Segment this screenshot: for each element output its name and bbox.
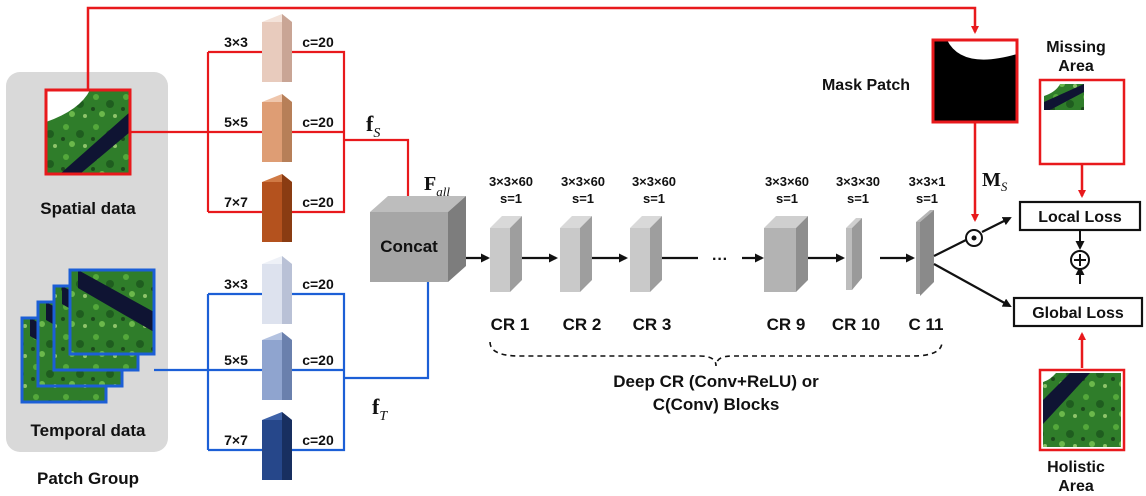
- holistic-area-image: [1038, 368, 1126, 452]
- cr-spec: 3×3×60: [561, 174, 605, 189]
- local-loss-box: Local Loss: [1018, 200, 1142, 232]
- temporal-kernel-label: 7×7: [224, 432, 248, 448]
- svg-text:Fall: Fall: [424, 173, 450, 199]
- elementwise-multiply-icon: [965, 229, 983, 247]
- f-s-symbol: fS: [366, 111, 380, 141]
- concat-block: Concat: [370, 196, 466, 282]
- ellipsis: ···: [712, 251, 728, 268]
- global-loss-box: Global Loss: [1012, 296, 1144, 328]
- svg-text:MS: MS: [982, 169, 1008, 194]
- cr-spec: s=1: [500, 191, 522, 206]
- cr-spec: s=1: [847, 191, 869, 206]
- spatial-to-mask-arrow: [86, 6, 979, 90]
- holistic-area-label-1: Holistic: [1047, 459, 1105, 476]
- temporal-kernel-label: 5×5: [224, 352, 248, 368]
- m-s-symbol: MS: [982, 169, 1008, 194]
- temporal-conv-3x3: [262, 256, 292, 324]
- cr-name: CR 3: [633, 315, 672, 334]
- temporal-kernel-label: 3×3: [224, 276, 248, 292]
- spatial-kernel-label: 3×3: [224, 34, 248, 50]
- temporal-data-label: Temporal data: [31, 421, 146, 440]
- cr-name: CR 9: [767, 315, 806, 334]
- cr-block-10: [846, 218, 862, 290]
- spatial-channel-label: c=20: [302, 114, 334, 130]
- temporal-channel-label: c=20: [302, 276, 334, 292]
- svg-text:fS: fS: [366, 111, 380, 141]
- spatial-branch-lines: [130, 50, 412, 214]
- concat-label: Concat: [380, 237, 438, 256]
- local-loss-label: Local Loss: [1038, 209, 1122, 226]
- mask-patch-label: Mask Patch: [822, 77, 910, 94]
- f-all-symbol: Fall: [424, 173, 450, 199]
- patch-group-label: Patch Group: [37, 469, 139, 488]
- cr-block-3: [630, 216, 662, 292]
- cr-name: CR 10: [832, 315, 880, 334]
- cr-block-1: [490, 216, 522, 292]
- spatial-channel-label: c=20: [302, 34, 334, 50]
- spatial-conv-3x3: [262, 14, 292, 82]
- output-fork-lines: [933, 217, 1012, 307]
- spatial-image: [44, 88, 132, 176]
- brace-caption-line2: C(Conv) Blocks: [653, 395, 780, 414]
- svg-text:fT: fT: [372, 394, 388, 424]
- global-loss-label: Global Loss: [1032, 305, 1124, 322]
- spatial-data-label: Spatial data: [40, 199, 136, 218]
- temporal-conv-5x5: [262, 332, 292, 400]
- spatial-conv-5x5: [262, 94, 292, 162]
- cr-name: C 11: [909, 315, 944, 334]
- sum-icon: [1070, 250, 1090, 270]
- spatial-conv-7x7: [262, 174, 292, 242]
- cr-spec: 3×3×60: [489, 174, 533, 189]
- cr-spec: s=1: [916, 191, 938, 206]
- spatial-channel-label: c=20: [302, 194, 334, 210]
- missing-area-label-1: Missing: [1046, 39, 1106, 56]
- temporal-branch-lines: [154, 274, 432, 452]
- missing-area-label-2: Area: [1058, 58, 1094, 75]
- c-block-11: [916, 210, 934, 296]
- f-t-symbol: fT: [372, 394, 388, 424]
- temporal-conv-7x7: [262, 412, 292, 480]
- missing-area-image: [1038, 78, 1126, 166]
- blocks-brace: [489, 341, 943, 367]
- temporal-images: [20, 268, 156, 404]
- spatial-kernel-label: 7×7: [224, 194, 248, 210]
- spatial-kernel-label: 5×5: [224, 114, 248, 130]
- temporal-channel-label: c=20: [302, 432, 334, 448]
- cr-name: CR 1: [491, 315, 530, 334]
- cr-spec: s=1: [643, 191, 665, 206]
- cr-spec: 3×3×30: [836, 174, 880, 189]
- cr-block-9: [764, 216, 808, 292]
- cr-block-2: [560, 216, 592, 292]
- cr-spec: 3×3×60: [632, 174, 676, 189]
- cr-spec: 3×3×60: [765, 174, 809, 189]
- cr-spec: s=1: [776, 191, 798, 206]
- mask-patch-image: [931, 38, 1019, 124]
- brace-caption-line1: Deep CR (Conv+ReLU) or: [613, 372, 819, 391]
- holistic-area-label-2: Area: [1058, 478, 1094, 495]
- cr-name: CR 2: [563, 315, 602, 334]
- cr-spec: s=1: [572, 191, 594, 206]
- temporal-channel-label: c=20: [302, 352, 334, 368]
- cr-spec: 3×3×1: [909, 174, 946, 189]
